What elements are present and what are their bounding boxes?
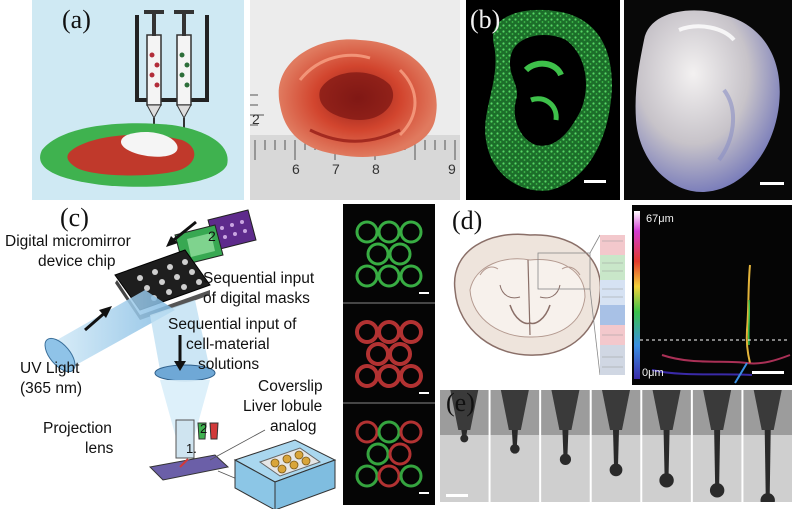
panel-b-fluorescence	[466, 0, 620, 200]
panel-e-droplet-sequence	[440, 390, 792, 502]
panel-a-photo	[250, 0, 460, 200]
solutions-label-line2: cell-material	[186, 336, 270, 353]
uv-label-line1: UV Light	[20, 360, 80, 377]
panel-a-label: (a)	[62, 5, 91, 34]
droplet-frame	[591, 390, 641, 502]
masks-label-line2: of digital masks	[203, 290, 310, 307]
panel-e-label: (e)	[446, 388, 475, 417]
projection-label-line2: lens	[85, 440, 114, 457]
coverslip-label: Coverslip	[258, 378, 323, 395]
masks-label-line1: Sequential input	[203, 270, 315, 287]
droplet-frame	[743, 390, 792, 502]
depth-scale-top: 67μm	[646, 213, 674, 225]
liver-fluorescence-stack	[343, 204, 435, 505]
solutions-label-line1: Sequential input of	[168, 316, 297, 333]
droplet-frame	[490, 390, 540, 502]
liver-label-line1: Liver lobule	[243, 398, 323, 415]
panel-c-schematic	[0, 205, 340, 509]
dmd-label-line2: device chip	[38, 253, 116, 270]
vial-step-1: 1.	[186, 441, 197, 456]
scale-bar	[446, 494, 468, 497]
droplet-frame	[541, 390, 590, 502]
ruler-number-8: 8	[372, 161, 380, 177]
liver-label-line2: analog	[270, 418, 317, 435]
ruler-number-7: 7	[332, 161, 340, 177]
ruler-number-2: 2	[252, 111, 260, 127]
droplet-frame	[642, 390, 691, 502]
panel-c-label: (c)	[60, 203, 89, 232]
mask-step-number: 2	[208, 228, 216, 244]
panel-b-photo	[624, 0, 792, 200]
ruler-number-9: 9	[448, 161, 456, 177]
vial-step-2: 2	[200, 421, 208, 436]
droplet-frame	[692, 390, 742, 502]
panel-b-label: (b)	[470, 5, 501, 34]
panel-d-label: (d)	[452, 206, 483, 235]
solutions-label-line3: solutions	[198, 356, 260, 373]
projection-label-line1: Projection	[43, 420, 112, 437]
panel-d-depth-image	[632, 205, 792, 385]
panel-a-schematic	[32, 0, 244, 200]
ruler-number-6: 6	[292, 161, 300, 177]
depth-scale-bottom: 0μm	[642, 367, 664, 379]
uv-label-line2: (365 nm)	[20, 380, 83, 397]
droplet-frame	[440, 390, 489, 502]
panel-d-brain-diagram	[440, 205, 630, 385]
dmd-label-line1: Digital micromirror	[5, 233, 131, 250]
